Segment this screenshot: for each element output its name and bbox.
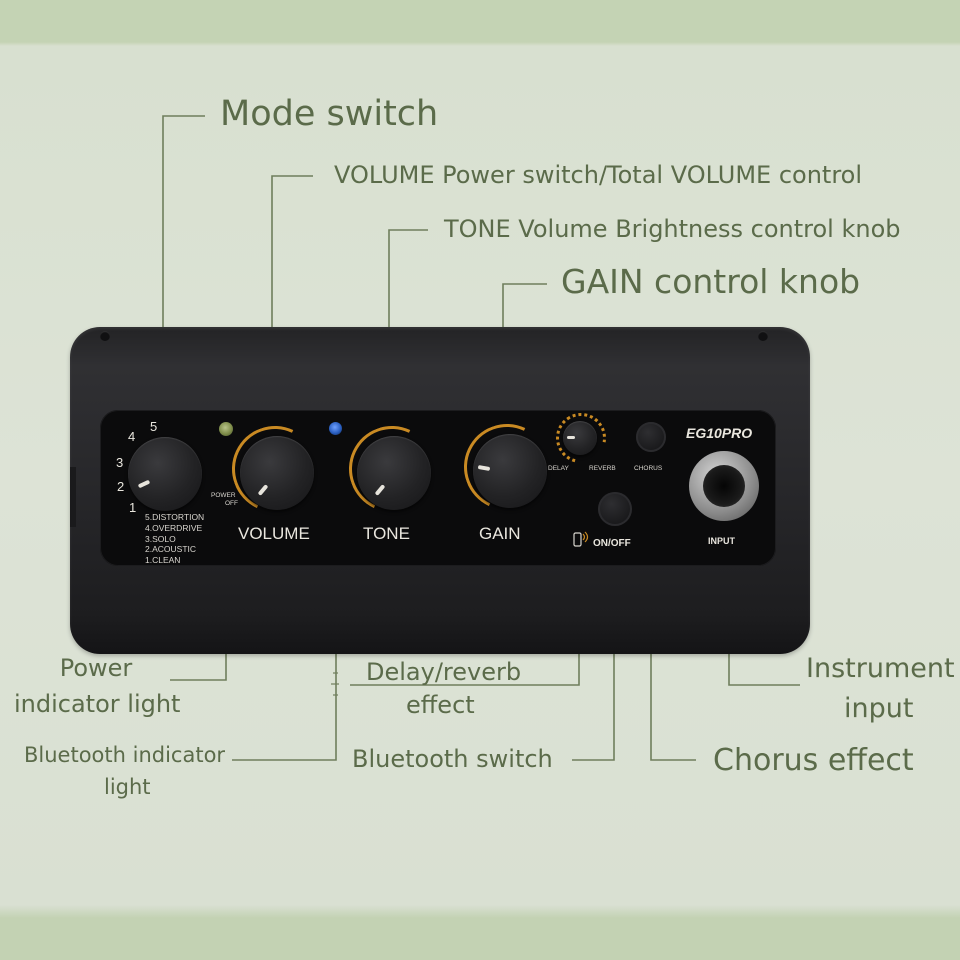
- label-bluetooth-switch: Bluetooth switch: [352, 745, 553, 773]
- label-power-indicator-line2: indicator light: [14, 690, 181, 718]
- label-delay-reverb-line1: Delay/reverb: [366, 658, 522, 686]
- volume-knob[interactable]: [240, 436, 314, 510]
- label-instrument-input-line1: Instrument: [806, 653, 955, 684]
- power-off-label: POWER OFF: [211, 492, 238, 507]
- mode-number-2: 2: [117, 479, 125, 494]
- label-volume-power: VOLUME Power switch/Total VOLUME control: [334, 161, 863, 189]
- label-bluetooth-indicator-line2: light: [104, 775, 151, 799]
- label-tone-control: TONE Volume Brightness control knob: [444, 215, 901, 243]
- label-mode-switch: Mode switch: [220, 94, 439, 134]
- mode-number-5: 5: [150, 419, 158, 434]
- mode-item-distortion: 5.DISTORTION: [145, 512, 205, 522]
- label-bluetooth-indicator-line1: Bluetooth indicator: [24, 743, 226, 767]
- tone-knob[interactable]: [357, 436, 431, 510]
- mode-item-clean: 1.CLEAN: [145, 555, 181, 566]
- mode-item-solo: 3.SOLO: [145, 533, 176, 544]
- label-instrument-input-line2: input: [844, 693, 914, 724]
- label-delay-reverb-line2: effect: [406, 691, 475, 719]
- mode-list: 5.DISTORTION 4.OVERDRIVE 3.SOLO 2.ACOUST…: [145, 512, 204, 566]
- screw-icon: [100, 331, 110, 341]
- mode-number-4: 4: [128, 429, 136, 444]
- input-label: INPUT: [708, 536, 735, 546]
- instrument-input-jack[interactable]: [689, 451, 759, 521]
- mode-item-overdrive: 4.OVERDRIVE: [145, 522, 203, 533]
- label-chorus-effect: Chorus effect: [713, 743, 914, 778]
- gain-label: GAIN: [479, 524, 521, 543]
- on-off-label: ON/OFF: [593, 538, 631, 549]
- mode-item-acoustic: 2.ACOUSTIC: [145, 544, 197, 555]
- gain-knob[interactable]: [473, 434, 547, 508]
- tone-label: TONE: [363, 524, 410, 543]
- power-indicator-led: [219, 422, 233, 436]
- mode-number-1: 1: [129, 500, 137, 515]
- chorus-button[interactable]: [636, 422, 666, 452]
- mode-switch-knob[interactable]: [128, 437, 202, 511]
- delay-label: DELAY: [548, 465, 569, 472]
- screw-icon: [758, 331, 768, 341]
- label-gain-control: GAIN control knob: [561, 262, 861, 301]
- mode-number-3: 3: [116, 455, 124, 470]
- reverb-label: REVERB: [589, 465, 616, 472]
- label-power-indicator-line1: Power: [59, 654, 133, 682]
- volume-label: VOLUME: [238, 524, 310, 543]
- chorus-label: CHORUS: [634, 465, 663, 472]
- delay-reverb-knob[interactable]: [563, 421, 597, 455]
- model-name: EG10PRO: [686, 425, 753, 441]
- bluetooth-switch-button[interactable]: [598, 492, 632, 526]
- phone-wave-icon: [573, 531, 589, 547]
- bluetooth-indicator-led: [329, 422, 342, 435]
